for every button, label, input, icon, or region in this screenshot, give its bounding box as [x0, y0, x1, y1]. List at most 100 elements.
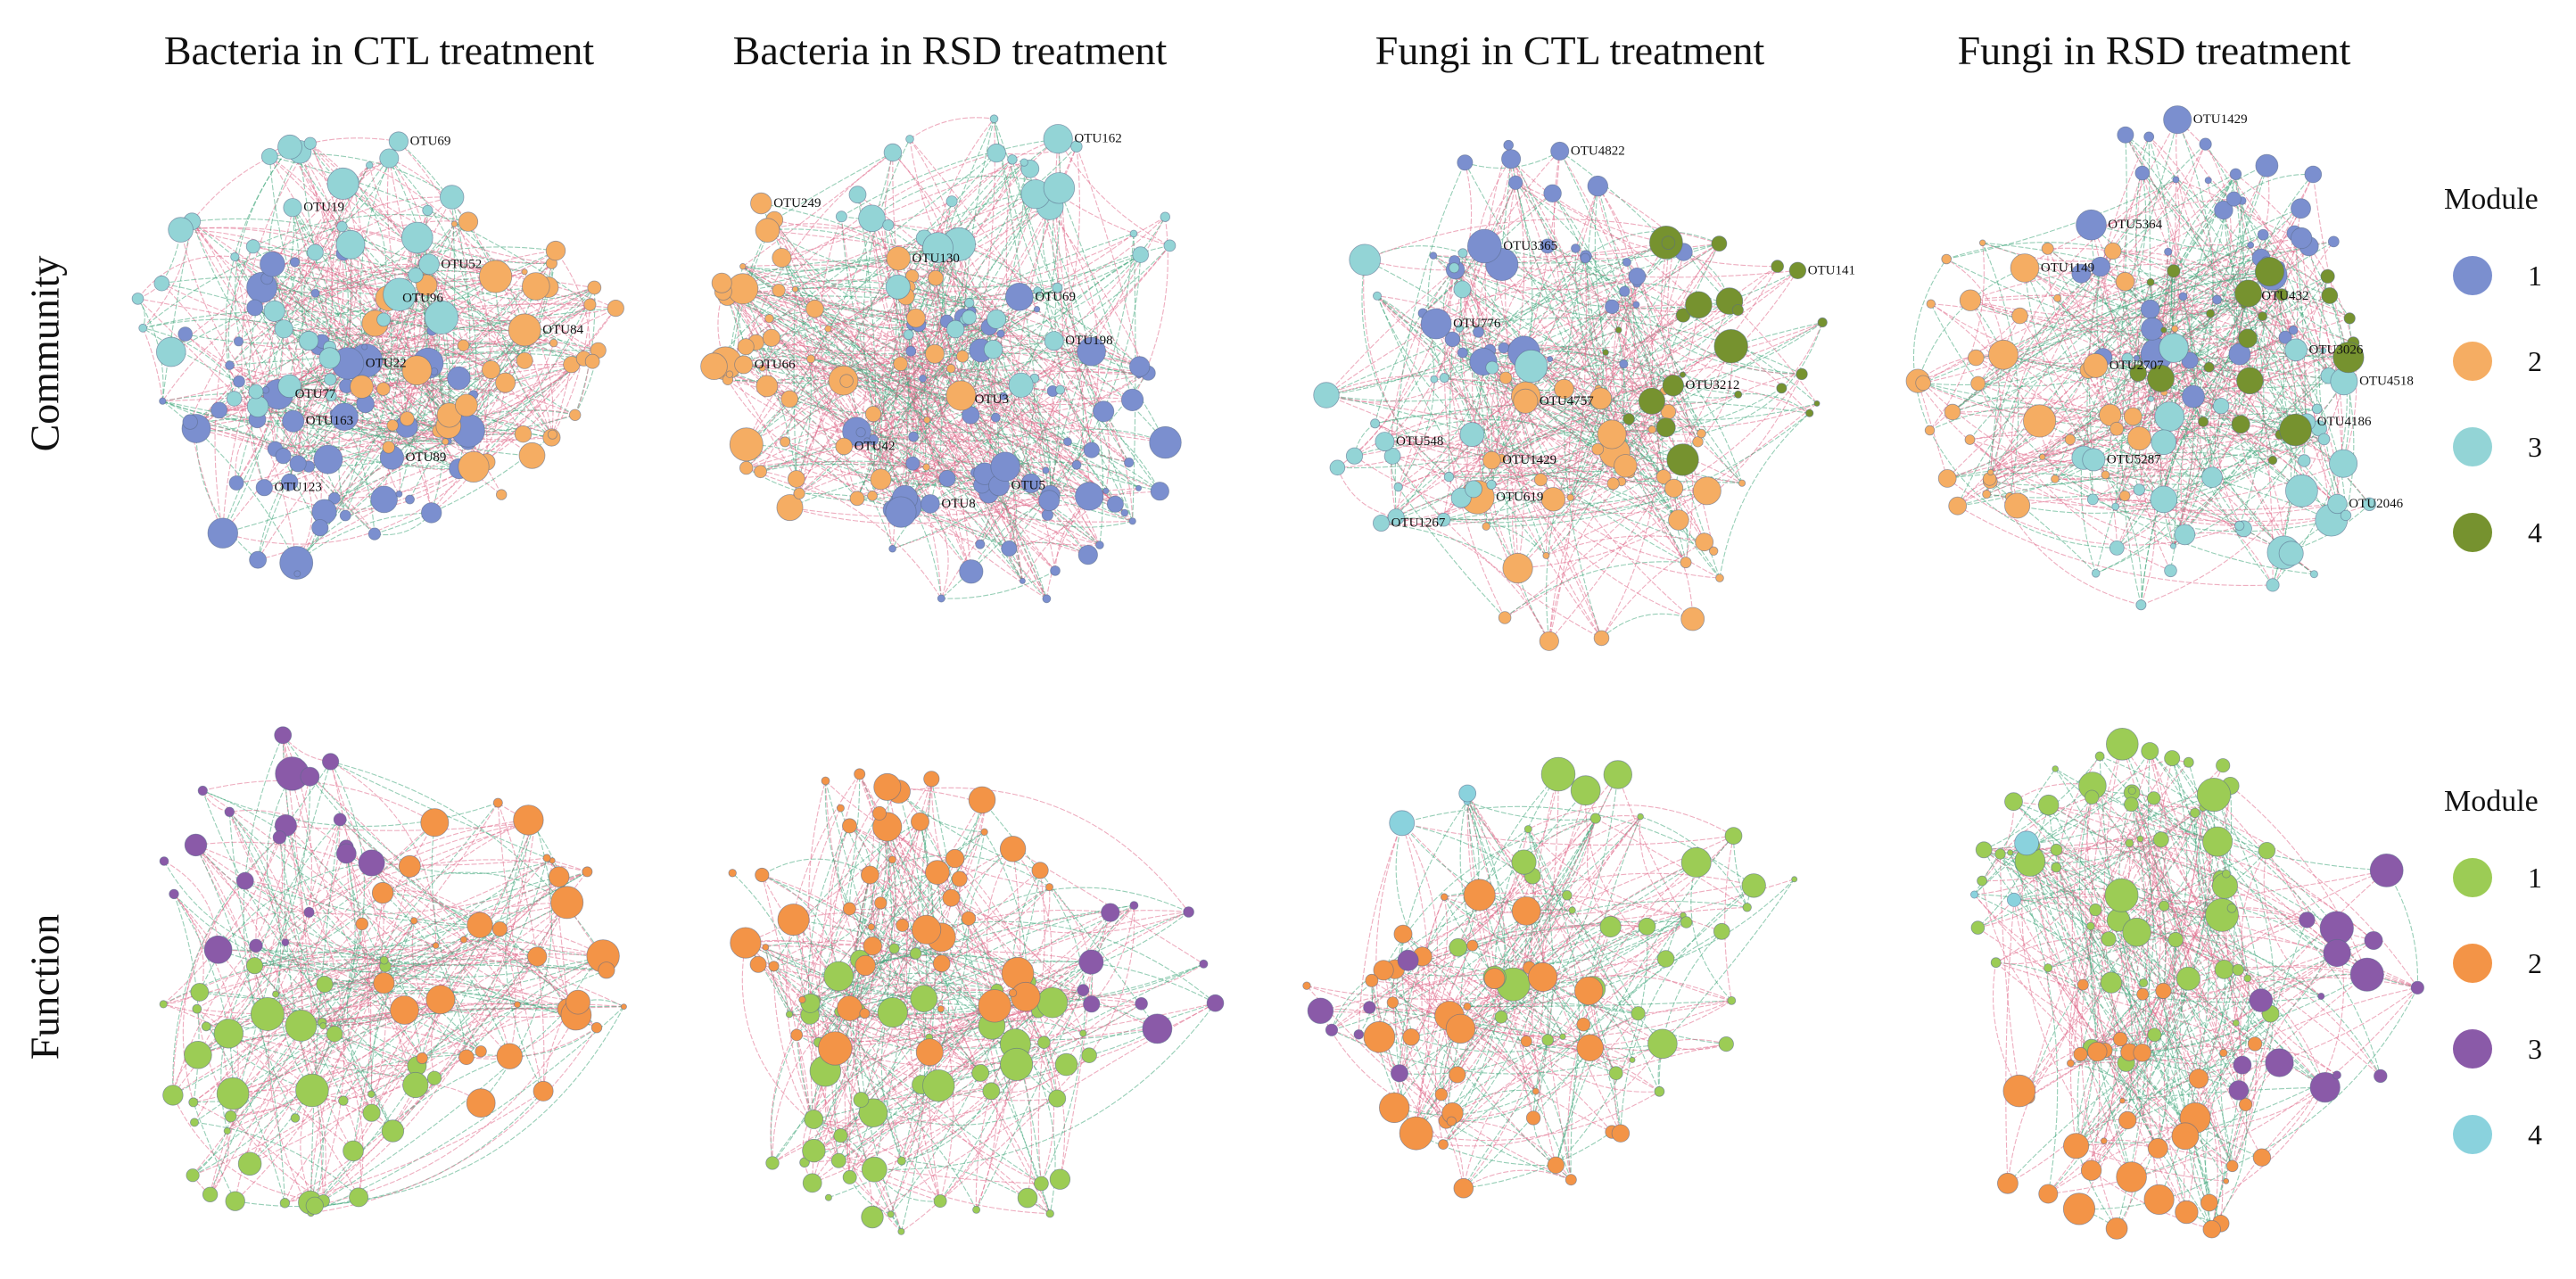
network-edge	[2017, 498, 2244, 530]
row-label-function: Function	[21, 913, 68, 1060]
network-node-module-1	[1571, 243, 1581, 253]
network-node-module-2	[547, 429, 557, 440]
network-edge	[1623, 291, 1743, 484]
network-node-module-2	[2116, 1161, 2147, 1192]
network-edge	[1540, 266, 1779, 481]
network-edge	[1466, 1000, 1732, 1008]
network-edge	[309, 912, 482, 1052]
network-edge	[1523, 815, 1641, 862]
network-edge	[1566, 895, 1660, 1093]
network-node-module-2	[727, 273, 759, 305]
network-node-module-3	[226, 391, 243, 407]
network-edge	[2007, 982, 2112, 1184]
network-node-module-1	[280, 473, 299, 491]
network-node-module-3	[277, 374, 301, 399]
network-node-module-3	[2174, 524, 2196, 546]
otu-label: OTU2046	[2349, 497, 2403, 511]
network-edge	[1986, 119, 2178, 495]
network-edge	[864, 831, 986, 1014]
network-node-module-2	[1463, 879, 1496, 912]
network-node-module-2	[1399, 1116, 1433, 1151]
network-node-module-2	[730, 927, 762, 959]
network-node-module-2	[1532, 1087, 1540, 1095]
otu-label: OTU1267	[1391, 516, 1446, 531]
network-edge	[173, 894, 384, 984]
network-node-module-2	[475, 1045, 487, 1058]
network-node-module-1	[224, 1110, 237, 1123]
network-node-module-2	[545, 240, 566, 261]
network-edge	[1969, 439, 2174, 547]
network-edge	[767, 228, 937, 279]
network-edge	[1375, 269, 1457, 424]
network-edge	[1423, 282, 1638, 314]
network-node-module-2	[837, 995, 863, 1021]
network-node-module-1	[1077, 544, 1098, 565]
network-edge	[727, 308, 815, 381]
network-node-module-3	[2362, 497, 2377, 512]
network-node-module-3	[1390, 1064, 1408, 1083]
network-node-module-3	[1199, 959, 1209, 969]
network-edge	[1399, 896, 1445, 1074]
network-node-module-3	[274, 726, 293, 745]
network-node-module-2	[1968, 349, 1985, 367]
network-node-module-2	[496, 1043, 524, 1069]
network-edge	[194, 1121, 359, 1198]
network-node-module-2	[521, 268, 528, 276]
network-node-module-1	[1498, 342, 1510, 354]
network-node-module-1	[2037, 794, 2060, 816]
network-edge	[742, 266, 1140, 367]
network-edge	[2163, 813, 2198, 907]
network-node-module-3	[248, 384, 264, 400]
network-edge	[2118, 920, 2234, 1168]
network-edge	[852, 874, 871, 1101]
network-edge	[2157, 1148, 2213, 1230]
otu-label: OTU2707	[2110, 359, 2164, 373]
network-function-fungi-ctl	[1302, 756, 1798, 1199]
network-node-module-1	[1608, 1066, 1623, 1081]
network-edge	[1375, 423, 1492, 461]
network-node-module-4	[2320, 268, 2335, 284]
network-edge	[310, 860, 553, 1214]
network-edge	[1626, 261, 1703, 434]
network-node-module-1	[1467, 228, 1502, 264]
network-node-module-2	[382, 441, 395, 454]
network-edge	[2125, 134, 2274, 461]
network-edge	[864, 965, 992, 1027]
network-edge	[234, 256, 474, 396]
network-node-module-1	[1120, 508, 1129, 517]
network-node-module-2	[1593, 630, 1610, 647]
network-edge	[745, 942, 1204, 1007]
network-edge	[871, 821, 921, 928]
network-edge	[222, 466, 475, 545]
network-edge	[793, 289, 797, 480]
network-edge	[2168, 416, 2284, 553]
otu-label: OTU198	[1065, 334, 1112, 348]
network-edge	[2243, 381, 2345, 530]
network-edge	[1974, 792, 2133, 895]
network-edge	[1466, 793, 1567, 896]
network-edge	[1465, 150, 1560, 169]
legend-community-modules: Module 1 2 3 4	[2444, 183, 2569, 575]
network-edge	[1050, 254, 1142, 496]
network-node-module-1	[1102, 487, 1110, 494]
network-edge	[814, 1000, 903, 1161]
network-edge	[2039, 165, 2267, 422]
network-edge	[2217, 841, 2418, 988]
network-edge	[937, 872, 1058, 1100]
network-node-module-2	[2175, 1200, 2199, 1225]
network-node-module-1	[804, 1110, 824, 1129]
network-edge	[879, 813, 1058, 1099]
network-node-module-4	[2198, 416, 2209, 427]
network-node-module-2	[420, 808, 450, 838]
network-edge	[809, 972, 997, 1016]
network-node-module-1	[877, 996, 908, 1028]
network-node-module-1	[802, 1173, 822, 1193]
network-edge	[2076, 1038, 2121, 1147]
network-node-module-1	[999, 392, 1008, 400]
network-node-module-2	[2099, 403, 2122, 426]
network-edge	[923, 237, 1107, 491]
network-edge	[2128, 843, 2263, 1158]
network-edge	[2112, 251, 2152, 400]
network-edge	[838, 904, 1135, 978]
network-node-module-3	[408, 267, 424, 284]
